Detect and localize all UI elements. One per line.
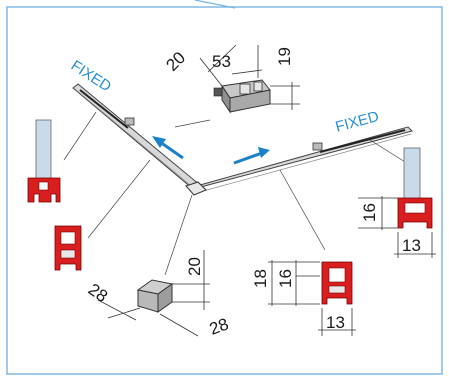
leader-left-profile [63,111,97,161]
dim-corner-20: 20 [185,257,204,276]
dim-corner-28-right: 28 [207,314,231,338]
diagram-border [6,6,443,375]
leader-right-profile [369,139,411,166]
leader-clip [174,119,211,128]
arrow-left-icon [152,136,184,160]
left-glass-profile [27,119,61,203]
arrow-right-icon [233,147,270,165]
top-clip-detail [199,44,300,114]
corner-block [97,250,210,337]
dim-bottom-16: 16 [276,269,295,288]
dim-right-16: 16 [360,203,379,222]
dim-clip-19: 19 [275,47,294,66]
rail-clip-left [124,117,135,126]
fixed-label-right: FIXED [334,108,381,136]
top-notch [194,0,236,9]
corner-joint [185,181,207,196]
dim-bottom-13: 13 [326,313,345,332]
rail-clip-right [312,142,323,151]
dim-corner-28-left: 28 [85,280,111,306]
dim-bottom-18: 18 [251,269,270,288]
dim-right-13: 13 [402,236,421,255]
dim-clip-53: 53 [212,52,231,71]
l-shaped-rail [72,83,413,196]
mid-profile [54,225,82,271]
bottom-profile [268,260,356,336]
right-glass-profile [358,147,436,258]
dim-clip-20: 20 [162,48,189,75]
leader-corner [164,194,193,276]
leader-mid-profile [87,159,151,239]
leader-bottom-profile [279,169,326,251]
